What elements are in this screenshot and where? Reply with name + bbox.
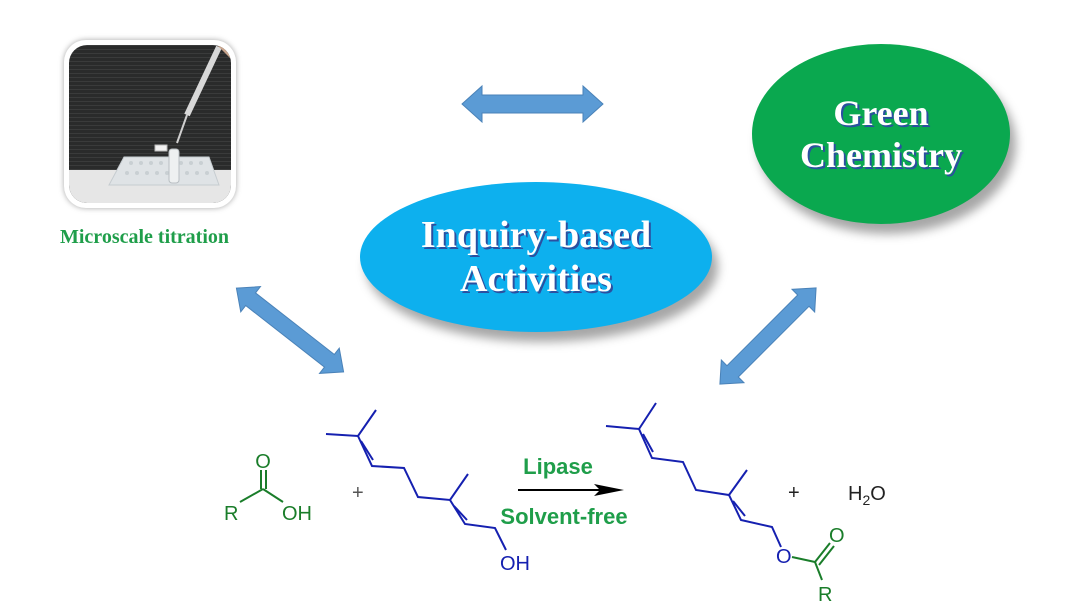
ester-carbonyl-o: O	[829, 525, 845, 547]
water: H2O	[848, 483, 886, 508]
geranyl-ester	[605, 402, 782, 548]
carboxylic-acid	[239, 470, 284, 503]
inquiry-activities-node: Inquiry-based Activities	[360, 182, 712, 332]
green-line2: Chemistry	[800, 135, 962, 175]
plus-sign-1: +	[352, 482, 364, 504]
geraniol	[325, 409, 507, 551]
water-subscript: 2	[862, 492, 870, 508]
double-arrow-horizontal	[461, 84, 604, 124]
reaction-arrow-head	[594, 484, 624, 496]
double-arrow-right-diagonal	[719, 287, 817, 385]
acid-r: R	[224, 503, 238, 525]
blue-line2: Activities	[460, 258, 612, 300]
acid-o: O	[255, 451, 271, 473]
green-chemistry-node: Green Chemistry	[752, 44, 1010, 224]
alcohol-oh: OH	[500, 553, 530, 575]
water-h: H	[848, 483, 862, 505]
blue-line1: Inquiry-based	[420, 214, 652, 256]
double-arrow-left-diagonal	[235, 286, 345, 374]
condition-lipase: Lipase	[523, 454, 593, 479]
green-line1: Green	[833, 93, 929, 133]
ester-r: R	[818, 584, 832, 606]
ester-carbonyl	[791, 542, 835, 581]
condition-solvent-free: Solvent-free	[500, 504, 627, 529]
plus-sign-2: +	[788, 482, 800, 504]
photo-frame	[64, 40, 236, 208]
ester-o: O	[776, 546, 792, 568]
titration-photo	[69, 45, 231, 203]
acid-oh: OH	[282, 503, 312, 525]
water-o: O	[870, 483, 886, 505]
photo-caption: Microscale titration	[60, 226, 230, 248]
